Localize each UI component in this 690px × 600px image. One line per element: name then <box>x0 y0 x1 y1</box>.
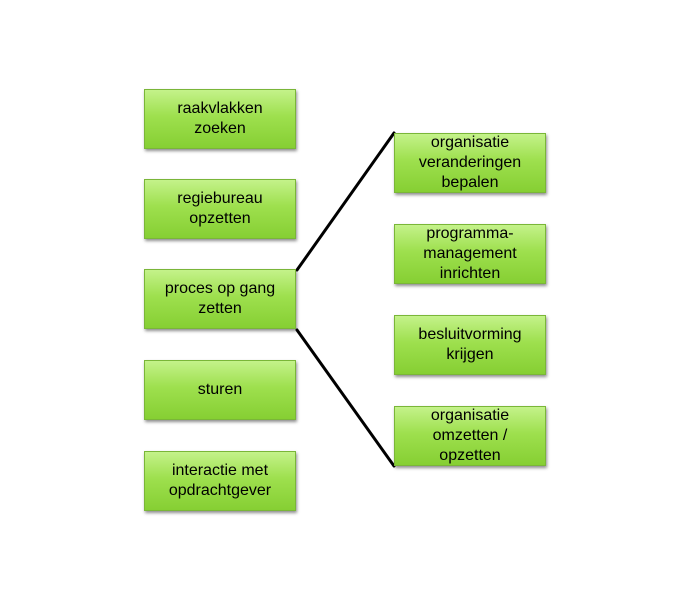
box-besluitvorming-krijgen: besluitvorming krijgen <box>394 315 546 375</box>
box-programma-management-inrichten: programma-management inrichten <box>394 224 546 284</box>
box-label: programma-management inrichten <box>423 225 517 282</box>
connector-line-lower <box>295 328 396 468</box>
box-raakvlakken-zoeken: raakvlakken zoeken <box>144 89 296 149</box>
box-regiebureau-opzetten: regiebureau opzetten <box>144 179 296 239</box>
box-label: regiebureau opzetten <box>177 190 263 227</box>
box-organisatie-omzetten-opzetten: organisatie omzetten / opzetten <box>394 406 546 466</box>
box-label: organisatie veranderingen bepalen <box>418 134 522 191</box>
box-proces-op-gang-zetten: proces op gang zetten <box>144 269 296 329</box>
box-label: proces op gang zetten <box>164 280 276 317</box>
box-sturen: sturen <box>144 360 296 420</box>
box-label: raakvlakken zoeken <box>177 100 263 137</box>
box-label: interactie met opdrachtgever <box>168 462 272 499</box>
box-label: sturen <box>197 381 243 398</box>
box-label: besluitvorming krijgen <box>418 326 522 363</box>
box-interactie-met-opdrachtgever: interactie met opdrachtgever <box>144 451 296 511</box>
box-label: organisatie omzetten / opzetten <box>430 407 510 464</box>
connector-line-upper <box>295 131 396 272</box>
box-organisatie-veranderingen-bepalen: organisatie veranderingen bepalen <box>394 133 546 193</box>
